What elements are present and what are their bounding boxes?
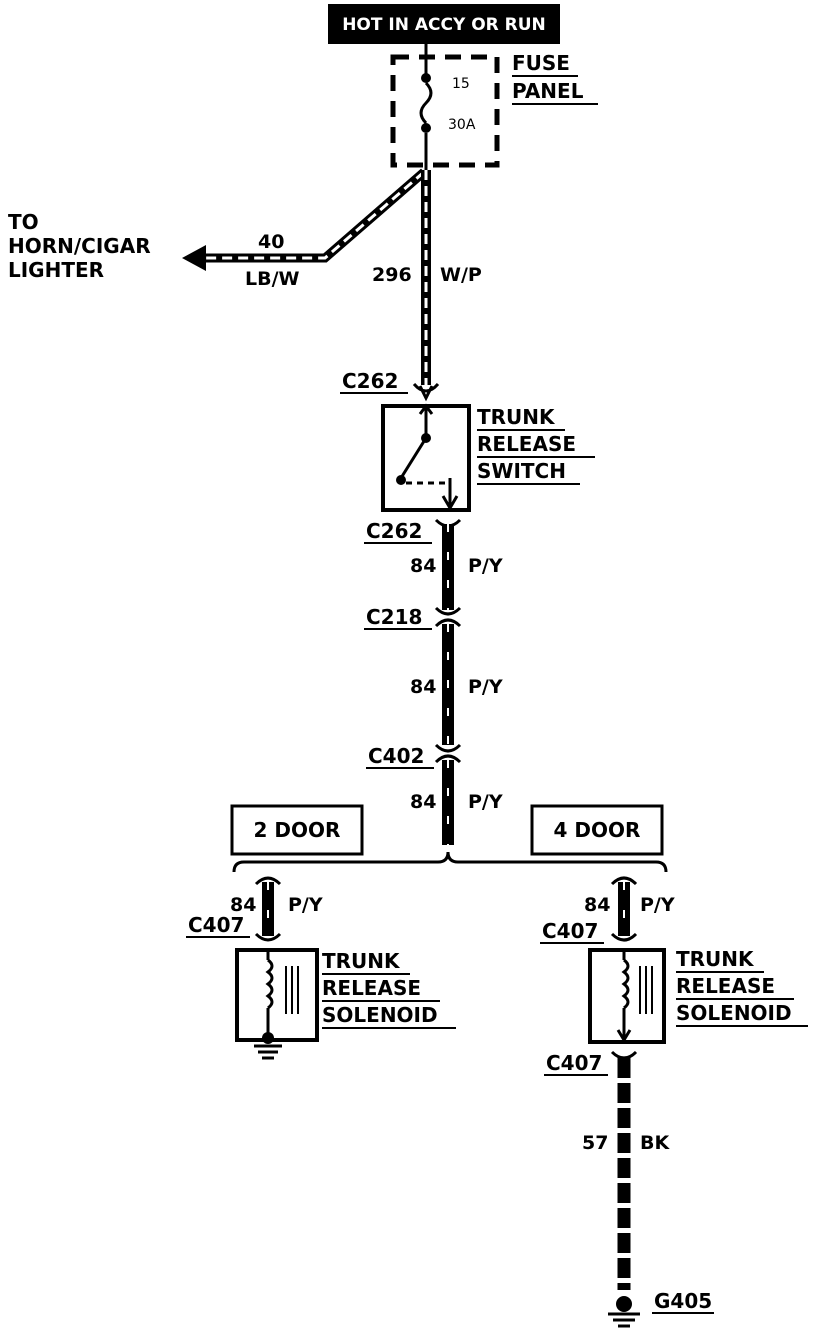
solenoid-left-label-3: SOLENOID bbox=[322, 1003, 438, 1027]
connector-c407-bottom-icon bbox=[610, 1050, 638, 1060]
solenoid-right-label-1: TRUNK bbox=[676, 947, 755, 971]
horn-label-2: HORN/CIGAR bbox=[8, 234, 151, 258]
fuse-number: 15 bbox=[452, 76, 470, 92]
wire-40 bbox=[182, 168, 427, 271]
wire-40-color: LB/W bbox=[245, 268, 300, 290]
trunk-release-switch bbox=[381, 403, 471, 512]
wire-84-right bbox=[610, 876, 638, 942]
wire-84-left bbox=[254, 876, 282, 942]
arrow-left-icon bbox=[182, 245, 206, 271]
connector-c262-bottom: C262 bbox=[366, 519, 422, 543]
ground-g405-label: G405 bbox=[654, 1289, 712, 1313]
wire-84-right-color: P/Y bbox=[640, 894, 675, 916]
horn-label-1: TO bbox=[8, 210, 39, 234]
solenoid-right-label-2: RELEASE bbox=[676, 974, 775, 998]
variant-2-door-label: 2 DOOR bbox=[254, 818, 341, 842]
variant-2-door: 2 DOOR bbox=[230, 804, 364, 856]
wire-84-number-3: 84 bbox=[410, 791, 436, 813]
connector-c262-top: C262 bbox=[342, 369, 398, 393]
wire-57-number: 57 bbox=[582, 1132, 608, 1154]
solenoid-left-label-2: RELEASE bbox=[322, 976, 421, 1000]
wire-84-color-2: P/Y bbox=[468, 676, 503, 698]
switch-label-3: SWITCH bbox=[477, 459, 566, 483]
wire-84-right-number: 84 bbox=[584, 894, 610, 916]
connector-c218: C218 bbox=[366, 605, 422, 629]
switch-label-2: RELEASE bbox=[477, 432, 576, 456]
fuse-panel-label-2: PANEL bbox=[512, 79, 584, 103]
wire-84-left-color: P/Y bbox=[288, 894, 323, 916]
split-bracket bbox=[232, 851, 668, 873]
fuse-icon bbox=[419, 81, 433, 125]
connector-c262-top-icon bbox=[412, 382, 440, 402]
wire-296-color: W/P bbox=[440, 264, 482, 286]
switch-label-1: TRUNK bbox=[477, 405, 556, 429]
coil-icon bbox=[621, 958, 630, 1010]
horn-label-3: LIGHTER bbox=[8, 258, 104, 282]
wire-84-main bbox=[434, 524, 462, 845]
power-source-text: HOT IN ACCY OR RUN bbox=[342, 15, 546, 35]
connector-c407-right: C407 bbox=[542, 919, 598, 943]
variant-4-door: 4 DOOR bbox=[530, 804, 664, 856]
coil-icon bbox=[265, 958, 274, 1010]
power-source-label: HOT IN ACCY OR RUN bbox=[328, 4, 560, 44]
solenoid-right bbox=[588, 948, 666, 1044]
wire-84-number-1: 84 bbox=[410, 555, 436, 577]
connector-c402: C402 bbox=[368, 744, 424, 768]
wire-296-number: 296 bbox=[372, 264, 412, 286]
wire-84-color-1: P/Y bbox=[468, 555, 503, 577]
switch-contact-icon bbox=[399, 437, 428, 479]
connector-c407-left: C407 bbox=[188, 913, 244, 937]
fuse-panel-label-1: FUSE bbox=[512, 51, 570, 75]
wire-84-left-number: 84 bbox=[230, 894, 256, 916]
wire-84-number-2: 84 bbox=[410, 676, 436, 698]
ground-g405 bbox=[608, 1296, 640, 1328]
connector-c407-right-bottom: C407 bbox=[546, 1051, 602, 1075]
variant-4-door-label: 4 DOOR bbox=[554, 818, 641, 842]
fuse-rating: 30A bbox=[448, 117, 476, 133]
wire-57-color: BK bbox=[640, 1132, 670, 1154]
connector-c218-icon bbox=[434, 606, 462, 628]
fuse-panel: 15 30A bbox=[390, 44, 500, 170]
wire-84-color-3: P/Y bbox=[468, 791, 503, 813]
solenoid-left bbox=[235, 948, 319, 1060]
solenoid-right-label-3: SOLENOID bbox=[676, 1001, 792, 1025]
connector-c402-icon bbox=[434, 743, 462, 764]
wire-40-number: 40 bbox=[258, 231, 284, 253]
solenoid-left-label-1: TRUNK bbox=[322, 949, 401, 973]
